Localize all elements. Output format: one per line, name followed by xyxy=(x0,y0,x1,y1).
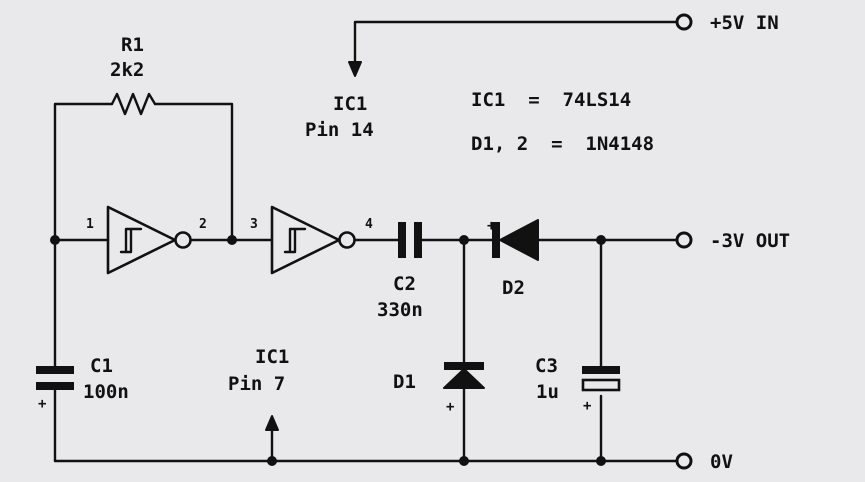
terminal-vin xyxy=(675,13,693,31)
d1-plus-label: + xyxy=(446,399,454,415)
r1-value-label: 2k2 xyxy=(110,59,144,81)
terminal-gnd-label: 0V xyxy=(710,451,733,473)
schmitt-inverter-1 xyxy=(106,205,192,275)
capacitor-c1 xyxy=(36,366,74,390)
junction-dot xyxy=(459,456,469,466)
ic1-top-ref-label: IC1 xyxy=(333,93,367,115)
junction-dot xyxy=(267,456,277,466)
wire-vcc xyxy=(353,20,678,68)
d2-plus-label: + xyxy=(487,218,495,234)
resistor-r1 xyxy=(110,92,157,116)
c1-ref-label: C1 xyxy=(90,355,113,377)
capacitor-c3 xyxy=(581,366,621,392)
terminal-vout-label: -3V OUT xyxy=(710,230,790,252)
junction-dot xyxy=(596,456,606,466)
ic1-top-pin-label: Pin 14 xyxy=(305,119,374,141)
diode-type-label: D1, 2 = 1N4148 xyxy=(471,133,654,155)
d1-ref-label: D1 xyxy=(393,371,416,393)
terminal-vout xyxy=(675,231,693,249)
capacitor-c2 xyxy=(398,222,422,258)
ic1-bottom-pin-label: Pin 7 xyxy=(228,373,285,395)
ic1-bottom-ref-label: IC1 xyxy=(255,346,289,368)
junction-dot xyxy=(227,235,237,245)
c3-ref-label: C3 xyxy=(535,355,558,377)
wire-r1-right xyxy=(153,102,234,242)
c3-value-label: 1u xyxy=(536,381,559,403)
r1-ref-label: R1 xyxy=(121,34,144,56)
c3-plus-label: + xyxy=(583,398,591,414)
terminal-vin-label: +5V IN xyxy=(710,12,779,34)
pin-1-label: 1 xyxy=(86,217,94,232)
c1-plus-label: + xyxy=(38,396,46,412)
junction-dot xyxy=(459,235,469,245)
wire-r1-left xyxy=(53,102,114,242)
pin-3-label: 3 xyxy=(250,217,258,232)
ic1-type-label: IC1 = 74LS14 xyxy=(471,89,631,111)
diode-d1 xyxy=(443,362,485,389)
schmitt-inverter-2 xyxy=(270,205,356,275)
c2-ref-label: C2 xyxy=(393,273,416,295)
terminal-gnd xyxy=(675,452,693,470)
c2-value-label: 330n xyxy=(377,299,423,321)
junction-dot xyxy=(596,235,606,245)
pin14-arrow xyxy=(348,61,362,77)
c1-value-label: 100n xyxy=(83,381,129,403)
junction-dot xyxy=(50,235,60,245)
d2-ref-label: D2 xyxy=(502,277,525,299)
pin7-arrow xyxy=(265,415,279,431)
diode-d2 xyxy=(492,219,539,261)
pin-4-label: 4 xyxy=(365,217,373,232)
pin-2-label: 2 xyxy=(199,217,207,232)
